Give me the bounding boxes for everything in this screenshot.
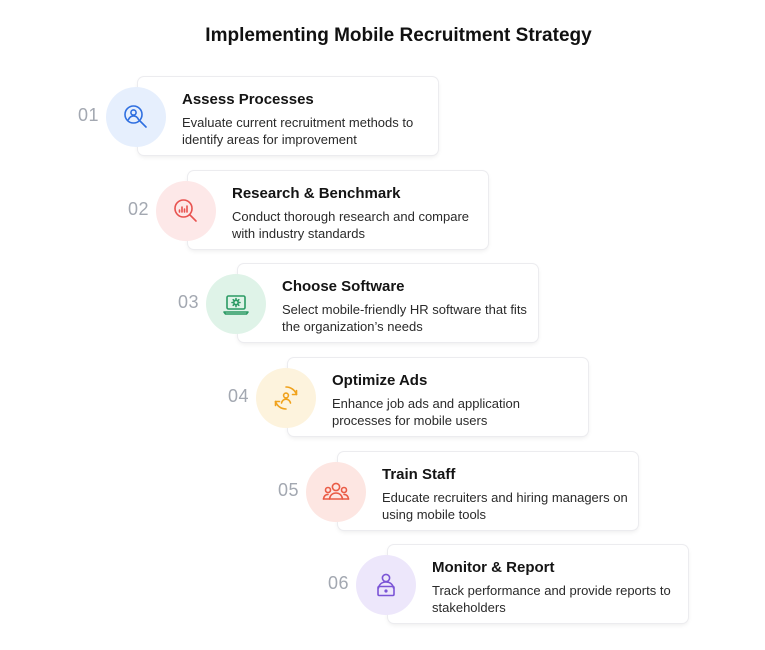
step-icon-circle: [106, 87, 166, 147]
step-card: Train Staff Educate recruiters and hirin…: [338, 452, 638, 530]
step-title: Optimize Ads: [332, 372, 428, 389]
step-04: 04 Optimize Ads Enhance job ads and appl…: [228, 358, 588, 440]
step-card: Assess Processes Evaluate current recrui…: [138, 77, 438, 155]
step-title: Research & Benchmark: [232, 185, 401, 202]
step-icon-circle: [356, 555, 416, 615]
magnifier-person-icon: [124, 105, 147, 128]
step-description: Track performance and provide reports to…: [432, 583, 671, 615]
step-description: Conduct thorough research and compare wi…: [232, 209, 470, 241]
step-title: Train Staff: [382, 466, 456, 483]
step-icon-circle: [156, 181, 216, 241]
step-description: Enhance job ads and application processe…: [332, 396, 520, 428]
diagram-title: Implementing Mobile Recruitment Strategy: [205, 25, 592, 46]
step-number: 03: [178, 292, 200, 312]
laptop-gear-icon: [223, 295, 249, 315]
step-description: Select mobile-friendly HR software that …: [282, 302, 527, 334]
step-title: Assess Processes: [182, 91, 314, 108]
step-icon-circle: [256, 368, 316, 428]
step-number: 02: [128, 199, 150, 219]
step-card: Optimize Ads Enhance job ads and applica…: [288, 358, 588, 436]
step-icon-circle: [206, 274, 266, 334]
step-card: Research & Benchmark Conduct thorough re…: [188, 171, 488, 249]
step-02: 02 Research & Benchmark Conduct thorough…: [128, 171, 488, 253]
step-06: 06 Monitor & Report Track performance an…: [328, 545, 688, 627]
step-icon-circle: [306, 462, 366, 522]
step-number: 01: [78, 105, 100, 125]
step-01: 01 Assess Processes Evaluate current rec…: [78, 77, 438, 159]
step-description: Educate recruiters and hiring managers o…: [382, 490, 628, 522]
step-title: Monitor & Report: [432, 559, 555, 576]
magnifier-chart-icon: [174, 199, 197, 222]
step-description: Evaluate current recruitment methods to …: [182, 115, 414, 147]
step-card: Choose Software Select mobile-friendly H…: [238, 264, 538, 342]
group-icon: [322, 482, 350, 500]
step-title: Choose Software: [282, 278, 405, 295]
step-card: Monitor & Report Track performance and p…: [388, 545, 688, 623]
step-number: 06: [328, 573, 350, 593]
step-number: 05: [278, 480, 300, 500]
step-03: 03 Choose Software Select mobile-friendl…: [178, 264, 538, 346]
cycle-person-icon: [274, 386, 298, 410]
person-laptop-icon: [377, 573, 395, 597]
step-05: 05 Train Staff Educate recruiters and hi…: [278, 452, 638, 534]
step-number: 04: [228, 386, 250, 406]
